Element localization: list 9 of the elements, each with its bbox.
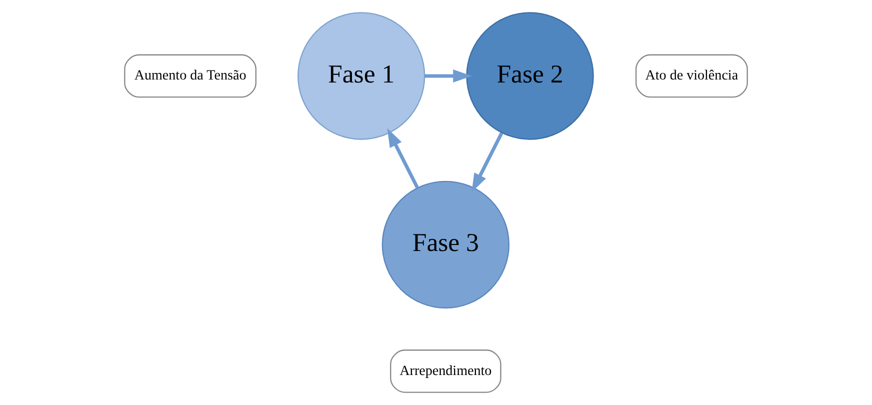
node-circle: Fase 1 bbox=[297, 12, 426, 140]
node-circle: Fase 3 bbox=[382, 180, 510, 309]
arrow bbox=[472, 132, 504, 192]
arrow bbox=[387, 128, 419, 188]
node-circle: Fase 2 bbox=[466, 12, 594, 140]
node-box: Arrependimento bbox=[390, 350, 502, 393]
node-box: Aumento da Tensão bbox=[124, 54, 256, 98]
arrow bbox=[424, 69, 472, 83]
node-box: Ato de violência bbox=[635, 54, 748, 98]
